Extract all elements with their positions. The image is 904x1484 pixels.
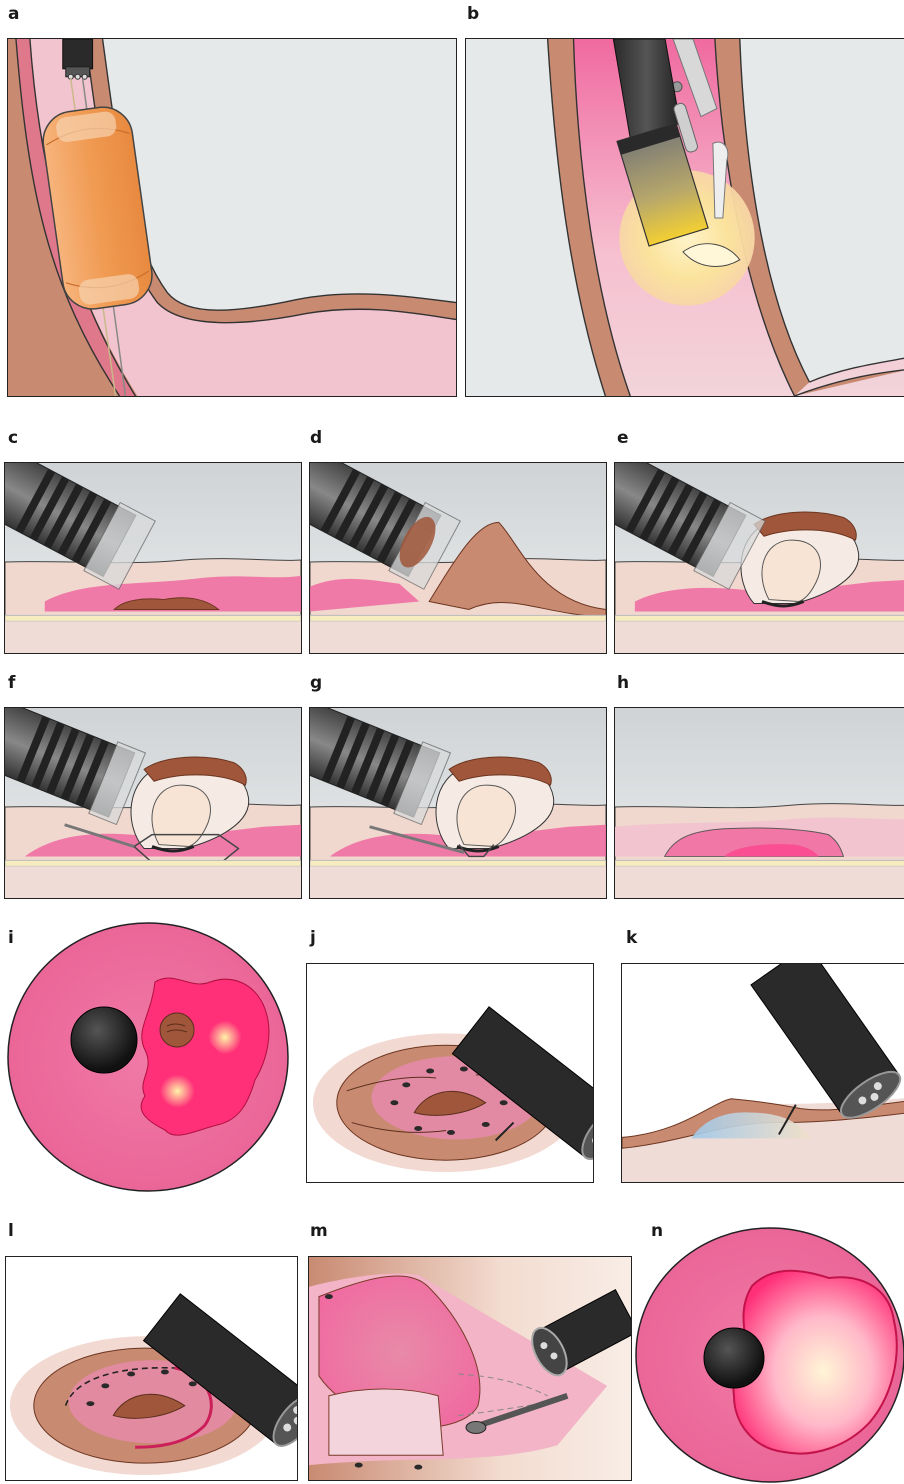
panel-d-suction-into-cap (309, 462, 607, 654)
panel-label-g: g (310, 675, 322, 692)
panel-m-submucosal-dissection (308, 1256, 632, 1481)
panel-l-circumferential-incision (5, 1256, 298, 1481)
panel-i-endoscopic-view (5, 920, 291, 1194)
panel-label-j: j (310, 930, 316, 947)
panel-label-c: c (8, 430, 18, 447)
panel-label-m: m (310, 1223, 328, 1240)
panel-label-k: k (626, 930, 637, 947)
panel-k-submucosal-injection (621, 963, 904, 1183)
panel-label-l: l (8, 1223, 14, 1240)
panel-h-resection-site (614, 707, 904, 899)
panel-c-cap-approach-lesion (4, 462, 302, 654)
panel-a-band-ligation-cap (7, 38, 457, 397)
panel-label-d: d (310, 430, 322, 447)
panel-label-f: f (8, 675, 15, 692)
panel-label-h: h (617, 675, 629, 692)
panel-f-snare-positioned (4, 707, 302, 899)
panel-n-post-esd-defect (634, 1226, 904, 1484)
panel-j-marking-dots (306, 963, 594, 1183)
panel-label-a: a (8, 6, 19, 23)
panel-label-b: b (467, 6, 479, 23)
panel-e-band-deployed-pseudopolyp (614, 462, 904, 654)
panel-b-scope-illumination (465, 38, 904, 397)
panel-g-snare-closed (309, 707, 607, 899)
panel-label-e: e (617, 430, 629, 447)
